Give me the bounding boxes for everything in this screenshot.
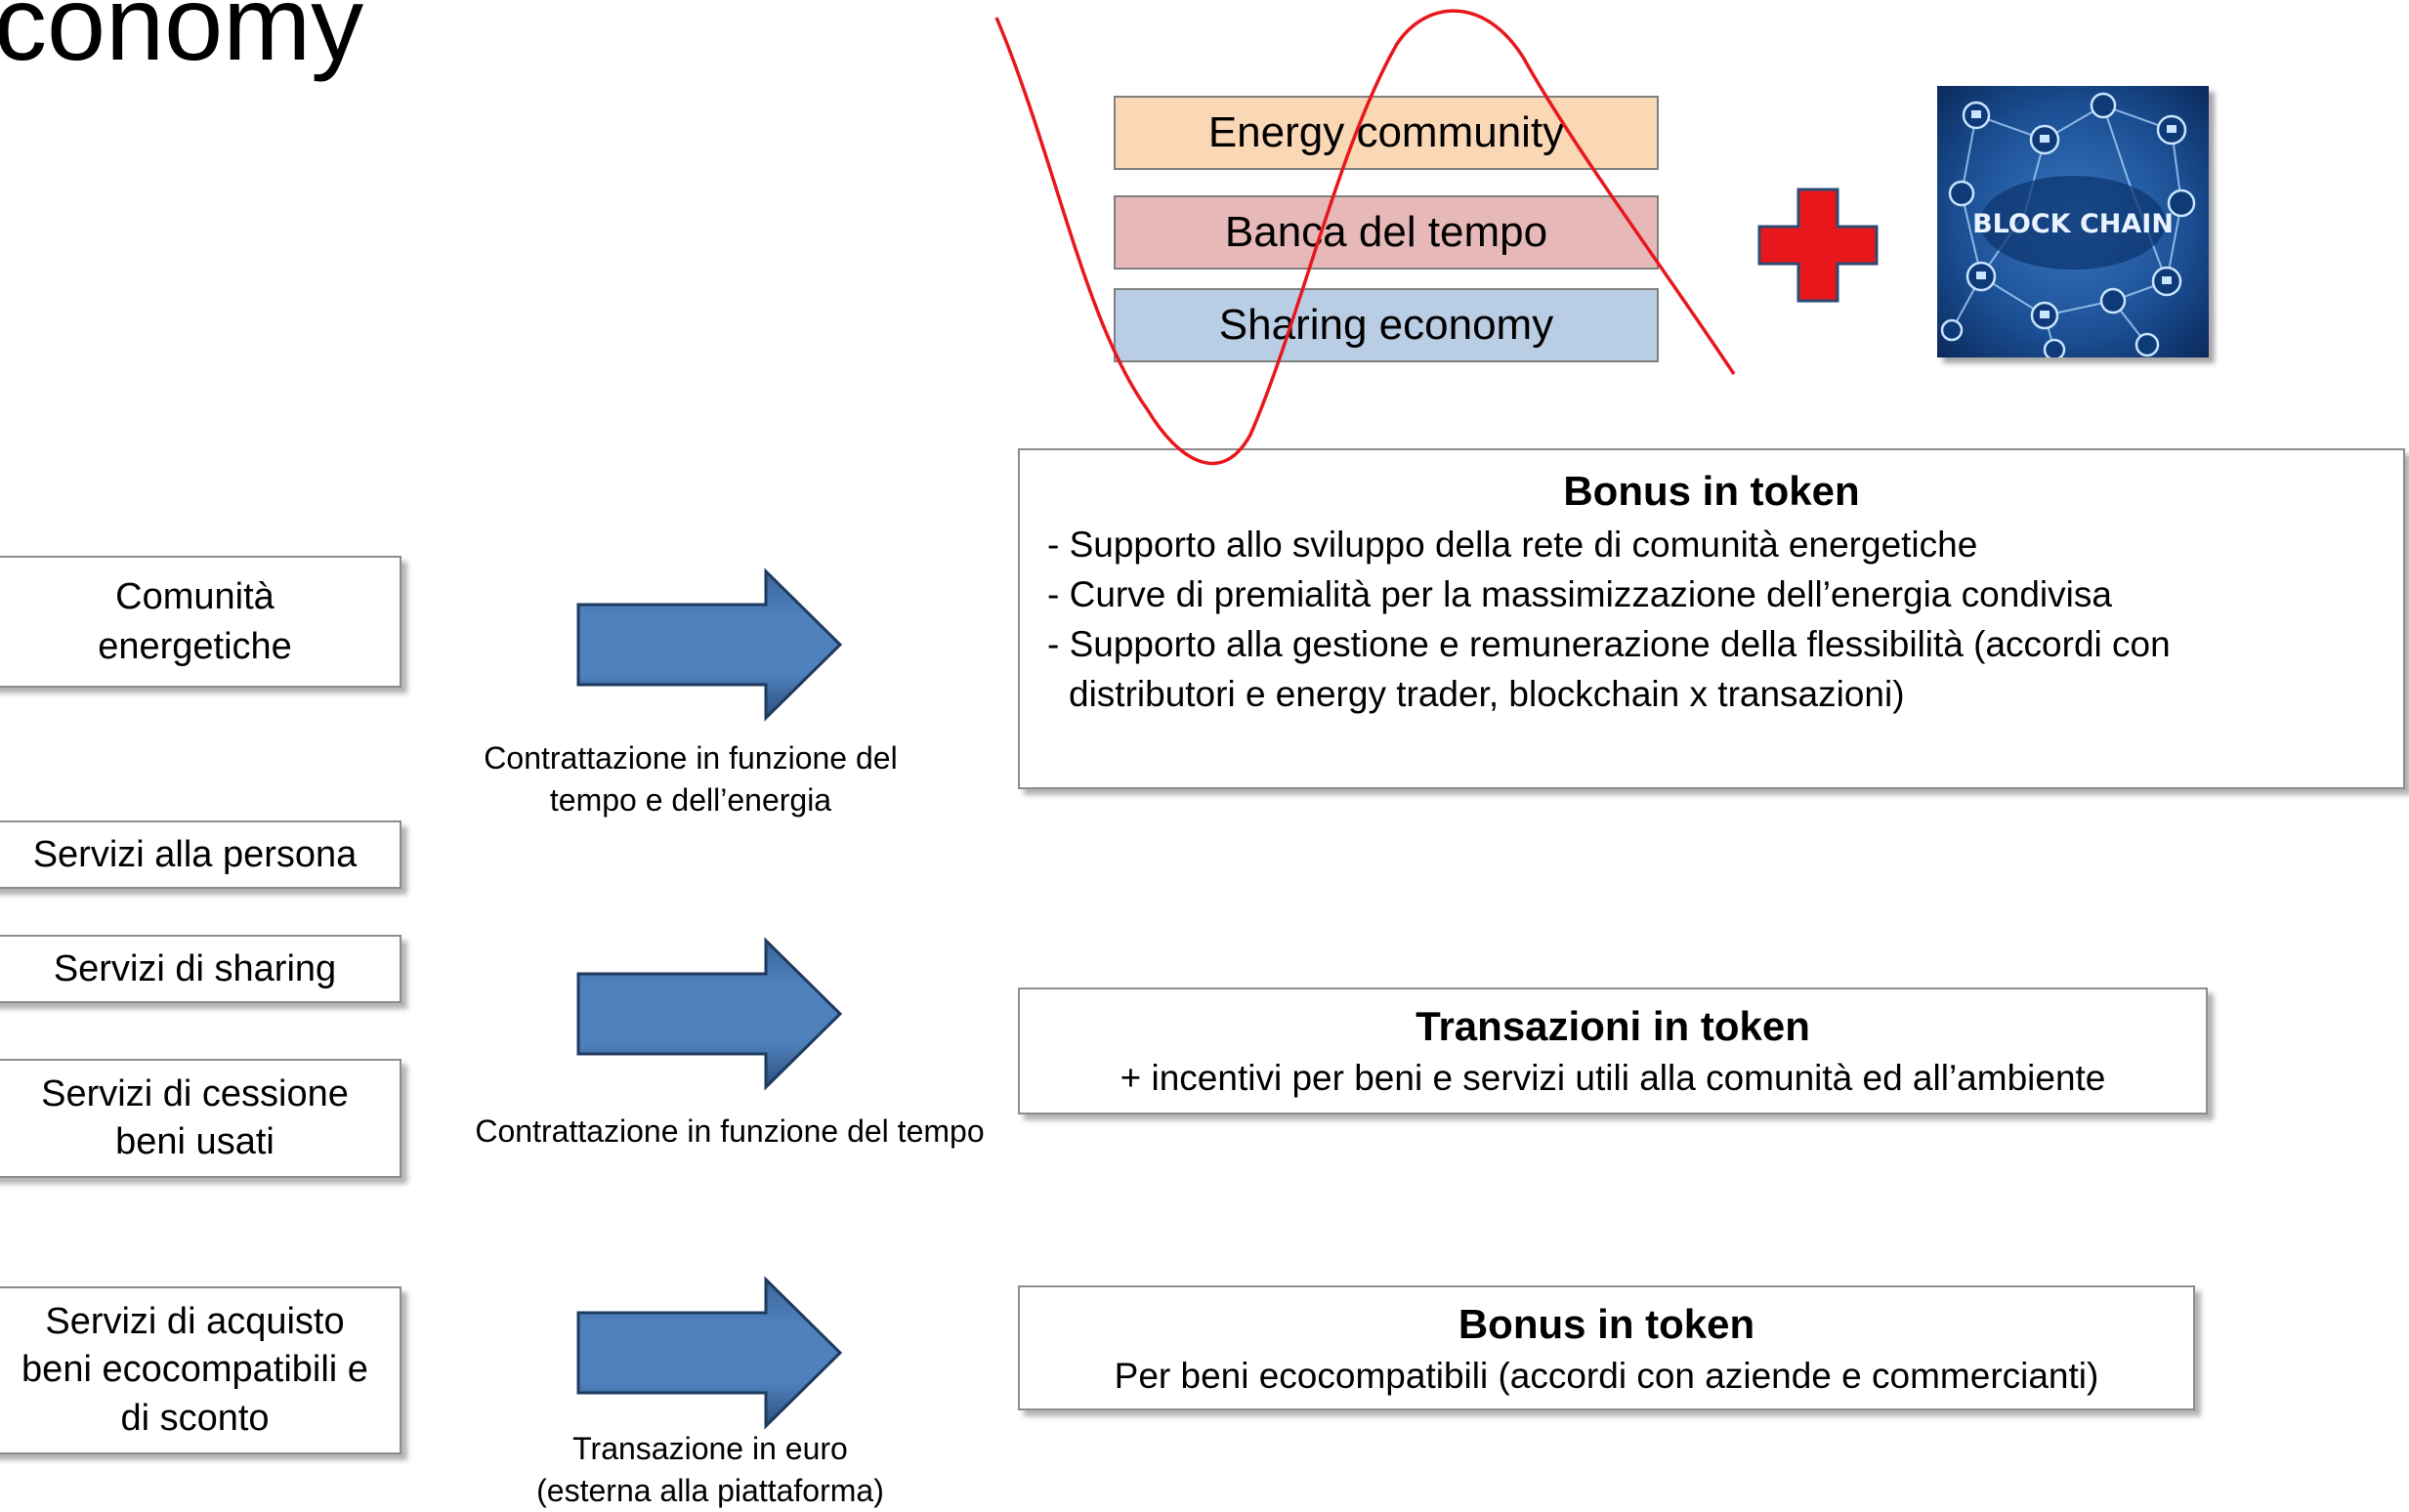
band-sharing-economy: Sharing economy xyxy=(1114,288,1659,362)
category-label: Servizi di acquisto beni ecocompatibili … xyxy=(21,1300,368,1439)
result-line: - Supporto alla gestione e remunerazione… xyxy=(1047,623,2171,664)
category-servizi-acquisto: Servizi di acquisto beni ecocompatibili … xyxy=(0,1286,402,1454)
blockchain-image: BLOCK CHAIN xyxy=(1937,86,2209,361)
band-banca-del-tempo: Banca del tempo xyxy=(1114,195,1659,270)
category-servizi-persona: Servizi alla persona xyxy=(0,820,402,889)
result-title: Bonus in token xyxy=(1458,1301,1755,1347)
category-label: Comunità energetiche xyxy=(98,576,292,667)
result-line: distributori e energy trader, blockchain… xyxy=(1069,673,1905,714)
page-title: conomy xyxy=(0,0,364,82)
result-box-energy: Bonus in token - Supporto allo sviluppo … xyxy=(1018,448,2405,789)
right-arrow-icon xyxy=(576,937,843,1091)
flow-caption-1: Contrattazione in funzione del tempo e d… xyxy=(484,740,898,819)
result-title: Bonus in token xyxy=(1563,468,1860,514)
right-arrow-icon xyxy=(576,567,843,722)
plus-icon xyxy=(1754,186,1882,310)
category-comunita-energetiche: Comunità energetiche xyxy=(0,556,402,688)
category-label: Servizi di sharing xyxy=(53,947,337,989)
band-energy-community: Energy community xyxy=(1114,96,1659,170)
flow-arrow-3 xyxy=(571,1276,844,1430)
result-title: Transazioni in token xyxy=(1416,1003,1810,1049)
right-arrow-icon xyxy=(576,1276,843,1430)
flow-caption-2: Contrattazione in funzione del tempo xyxy=(475,1113,985,1149)
flow-caption-3: Transazione in euro (esterna alla piatta… xyxy=(536,1431,884,1509)
result-line: - Curve di premialità per la massimizzaz… xyxy=(1047,573,2112,614)
category-servizi-cessione: Servizi di cessione beni usati xyxy=(0,1059,402,1178)
result-line: Per beni ecocompatibili (accordi con azi… xyxy=(1114,1355,2099,1396)
flow-arrow-2 xyxy=(571,937,844,1091)
flow-arrow-1 xyxy=(571,567,844,722)
blockchain-label: BLOCK CHAIN xyxy=(1972,209,2174,239)
result-line: + incentivi per beni e servizi utili all… xyxy=(1120,1057,2106,1098)
result-line: - Supporto allo sviluppo della rete di c… xyxy=(1047,524,1978,565)
category-label: Servizi alla persona xyxy=(32,833,358,875)
result-box-time: Transazioni in token + incentivi per ben… xyxy=(1018,987,2208,1114)
result-box-eco: Bonus in token Per beni ecocompatibili (… xyxy=(1018,1285,2195,1410)
category-servizi-sharing: Servizi di sharing xyxy=(0,935,402,1003)
category-label: Servizi di cessione beni usati xyxy=(41,1072,349,1162)
